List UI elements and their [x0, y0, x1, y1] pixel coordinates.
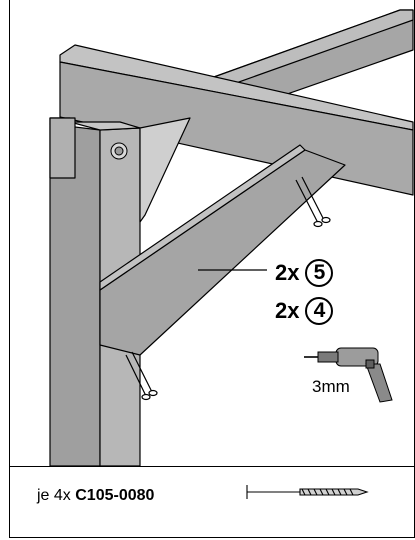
screws-upper [295, 176, 331, 228]
callout-qty: 2x [275, 298, 300, 323]
parts-list-text: je 4x C105-0080 [37, 487, 154, 505]
screws-lower [125, 351, 158, 401]
bolt-head [110, 142, 128, 160]
part-number-badge: 4 [305, 297, 334, 325]
parts-quantity: je 4x [37, 487, 76, 504]
drill-bit-size: 3mm [312, 377, 350, 396]
parts-divider [9, 466, 415, 467]
diagonal-brace [99, 117, 346, 356]
parts-code: C105-0080 [75, 487, 155, 504]
callout-part-5: 2x 5 [275, 259, 334, 287]
drill-icon [304, 347, 393, 403]
part-number-badge: 5 [305, 259, 334, 287]
callout-part-4: 2x 4 [275, 297, 334, 325]
screw-icon [246, 485, 369, 499]
callout-qty: 2x [275, 260, 300, 285]
